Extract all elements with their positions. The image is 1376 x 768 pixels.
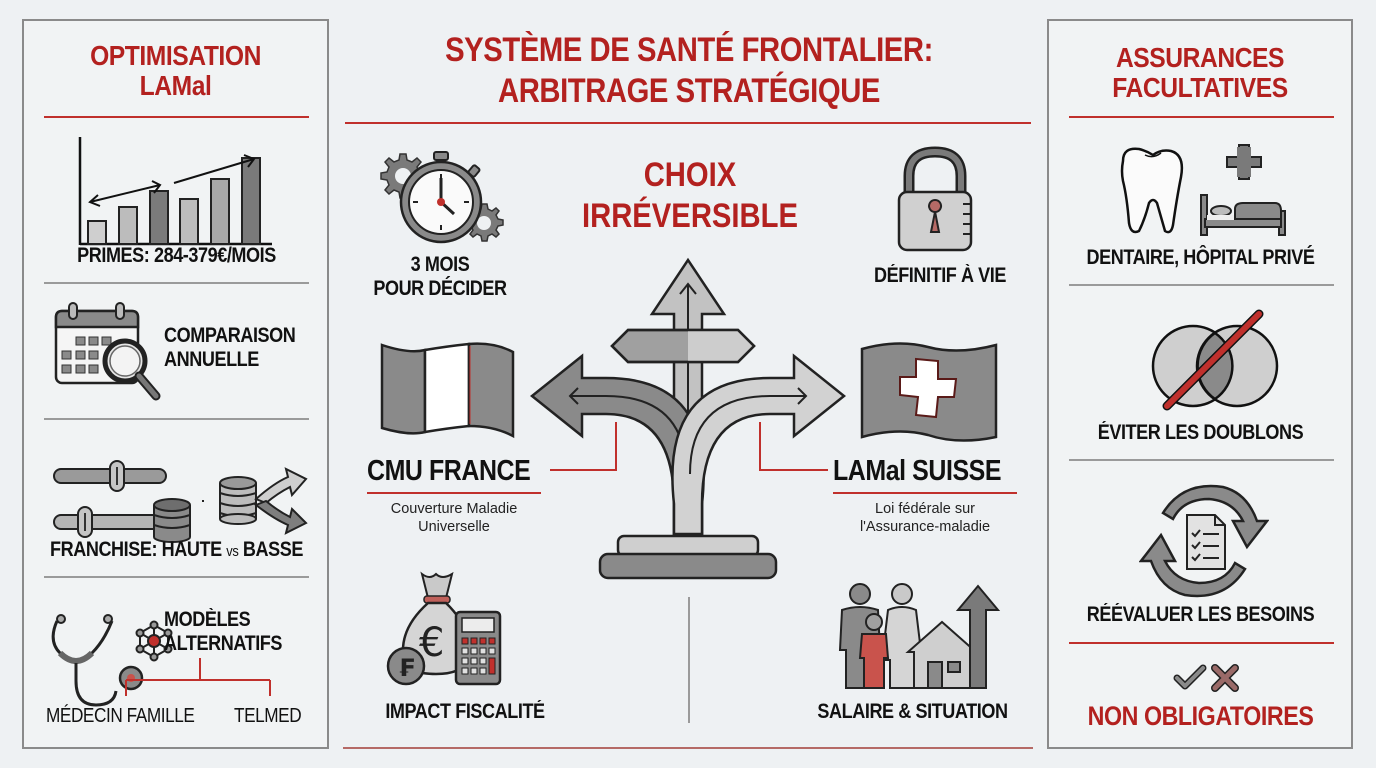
panel-title: ASSURANCES FACULTATIVES bbox=[1112, 42, 1288, 103]
money-bag-calculator-icon: € ₣ bbox=[384, 570, 504, 688]
divider bbox=[1069, 642, 1334, 644]
padlock-icon bbox=[893, 146, 979, 254]
divider bbox=[44, 418, 309, 420]
optimisation-lamal-panel: OPTIMISATION LAMal PRIMES: 284-379€/MOIS bbox=[22, 19, 329, 749]
lamal-description: Loi fédérale sur l'Assurance-maladie bbox=[859, 501, 991, 535]
calendar-search-icon bbox=[52, 301, 174, 407]
divider bbox=[44, 576, 309, 578]
divider bbox=[1069, 284, 1334, 286]
modeles-label: MODÈLES ALTERNATIFS bbox=[164, 608, 283, 655]
venn-crossed-icon bbox=[1145, 306, 1285, 416]
divider bbox=[1069, 459, 1334, 461]
stethoscope-network-icon bbox=[46, 611, 176, 711]
franchise-label: FRANCHISE: HAUTE vs BASSE bbox=[49, 538, 304, 561]
lamal-suisse-title: LAMal SUISSE bbox=[833, 455, 1002, 487]
lamal-connector bbox=[758, 422, 830, 474]
cmu-underline bbox=[367, 492, 541, 494]
title-divider bbox=[44, 116, 309, 118]
sliders-coins-icon bbox=[52, 453, 312, 543]
deadline-label: 3 MOIS POUR DÉCIDER bbox=[373, 253, 507, 300]
crossroads-signpost-icon bbox=[526, 254, 850, 584]
family-house-icon bbox=[830, 580, 1002, 692]
lamal-underline bbox=[833, 492, 1017, 494]
title-divider bbox=[345, 122, 1031, 124]
assurances-facultatives-panel: ASSURANCES FACULTATIVES DENTAIRE, HÔPITA… bbox=[1047, 19, 1353, 749]
check-cross-icon bbox=[1173, 662, 1243, 692]
medecin-famille-option: MÉDECIN FAMILLE bbox=[46, 705, 195, 727]
reevaluer-label: RÉÉVALUER LES BESOINS bbox=[1086, 603, 1315, 626]
tooth-hospital-bed-icon bbox=[1109, 141, 1309, 241]
dentaire-label: DENTAIRE, HÔPITAL PRIVÉ bbox=[1086, 246, 1315, 269]
divider bbox=[44, 282, 309, 284]
eviter-doublons-label: ÉVITER LES DOUBLONS bbox=[1097, 421, 1304, 444]
bar-chart-icon bbox=[76, 133, 276, 251]
definitif-label: DÉFINITIF À VIE bbox=[873, 264, 1007, 287]
bottom-separator bbox=[688, 597, 690, 723]
cmu-connector bbox=[550, 422, 620, 474]
choix-irreversible-heading: CHOIX IRRÉVERSIBLE bbox=[581, 156, 799, 235]
page-title: SYSTÈME DE SANTÉ FRONTALIER: ARBITRAGE S… bbox=[445, 31, 933, 110]
title-divider bbox=[1069, 116, 1334, 118]
telmed-option: TELMED bbox=[234, 705, 302, 727]
stopwatch-gears-icon bbox=[374, 146, 506, 246]
cmu-france-title: CMU FRANCE bbox=[367, 455, 531, 487]
non-obligatoires-label: NON OBLIGATOIRES bbox=[1087, 701, 1314, 731]
cycle-checklist-icon bbox=[1139, 477, 1269, 605]
impact-fiscalite-label: IMPACT FISCALITÉ bbox=[385, 700, 545, 723]
panel-title: OPTIMISATION LAMal bbox=[90, 40, 261, 101]
svg-text:₣: ₣ bbox=[398, 654, 415, 682]
swiss-flag-icon bbox=[858, 339, 1000, 443]
comparaison-label: COMPARAISON ANNUELLE bbox=[164, 324, 296, 371]
cmu-description: Couverture Maladie Universelle bbox=[390, 501, 518, 535]
salaire-situation-label: SALAIRE & SITUATION bbox=[817, 700, 1008, 723]
primes-label: PRIMES: 284-379€/MOIS bbox=[77, 244, 276, 267]
bottom-divider bbox=[343, 747, 1033, 749]
france-flag-icon bbox=[379, 342, 517, 442]
branch-connector bbox=[124, 658, 274, 698]
